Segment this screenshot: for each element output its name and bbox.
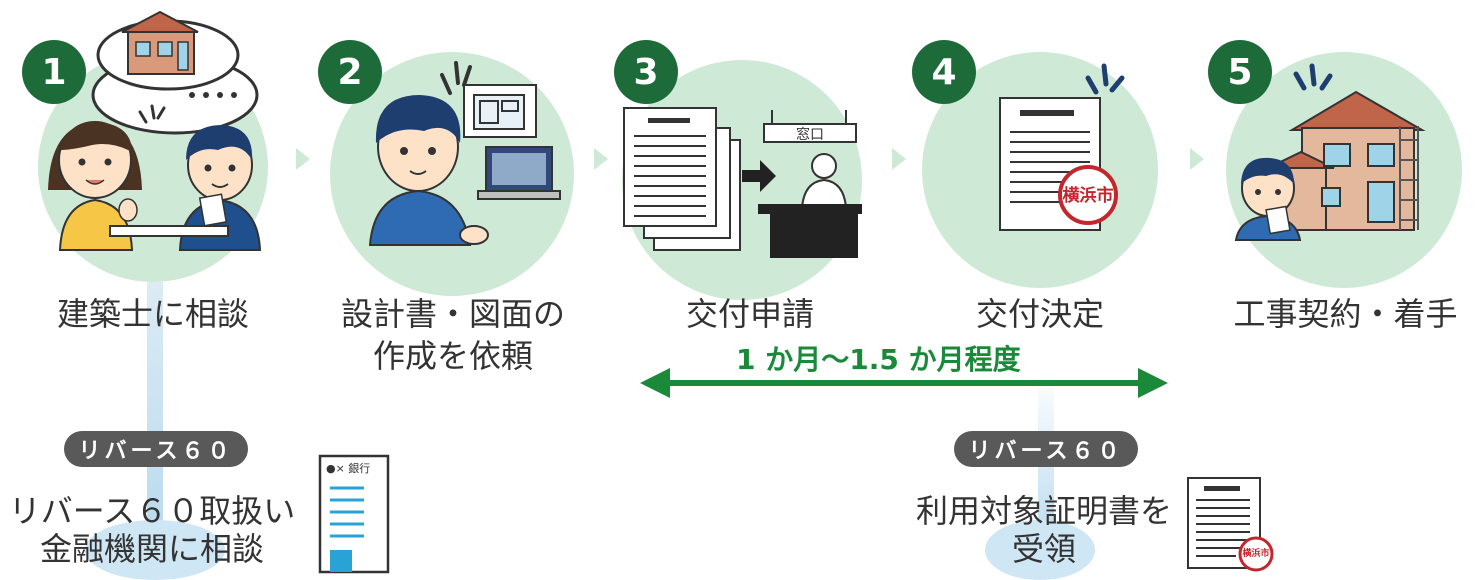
reverse60-left-line1: リバース６０取扱い [8,492,296,530]
reverse60-right-line1: 利用対象証明書を [915,492,1172,530]
step-5-label: 工事契約・着手 [1233,295,1458,333]
certificate-stamp-text: 横浜市 [1242,549,1270,559]
step-1-label: 建築士に相談 [56,295,249,333]
consultation-illustration [48,10,262,251]
bank-name-label: ●× 銀行 [326,462,371,475]
step-2-badge: 2 [318,40,382,104]
reverse60-left-line2: 金融機関に相談 [39,530,264,568]
step-1-badge: 1 [22,40,86,104]
connector-left [147,282,163,552]
step-5-badge: 5 [1208,40,1272,104]
chevron-right-icon [296,148,310,170]
reverse60-badge-left: リバース６０ [64,431,248,467]
reverse60-right-line2: 受領 [1011,530,1076,568]
bank-building-icon [318,454,390,574]
city-stamp-text: 横浜市 [1062,186,1114,206]
step-2-label-line1: 設計書・図面の [340,295,565,333]
design-request-illustration [368,61,561,246]
step-4-label: 交付決定 [975,295,1104,333]
decision-illustration [999,63,1125,231]
step-2-label-line2: 作成を依頼 [372,337,533,375]
glow-right [985,520,1095,580]
construction-illustration [1234,63,1426,241]
glow-left [85,520,225,580]
step-3-badge: 3 [614,40,678,104]
step-3-label: 交付申請 [685,295,814,333]
chevron-right-icon [892,148,906,170]
duration-double-arrow [640,368,1168,398]
certificate-document-icon [1187,477,1274,572]
step-4-badge: 4 [912,40,976,104]
reverse60-badge-right: リバース６０ [954,431,1138,467]
window-sign-label: 窓口 [796,127,824,143]
chevron-right-icon [1190,148,1204,170]
chevron-right-icon [594,148,608,170]
duration-text: 1 か月～1.5 か月程度 [736,343,1021,376]
application-illustration [623,107,862,258]
